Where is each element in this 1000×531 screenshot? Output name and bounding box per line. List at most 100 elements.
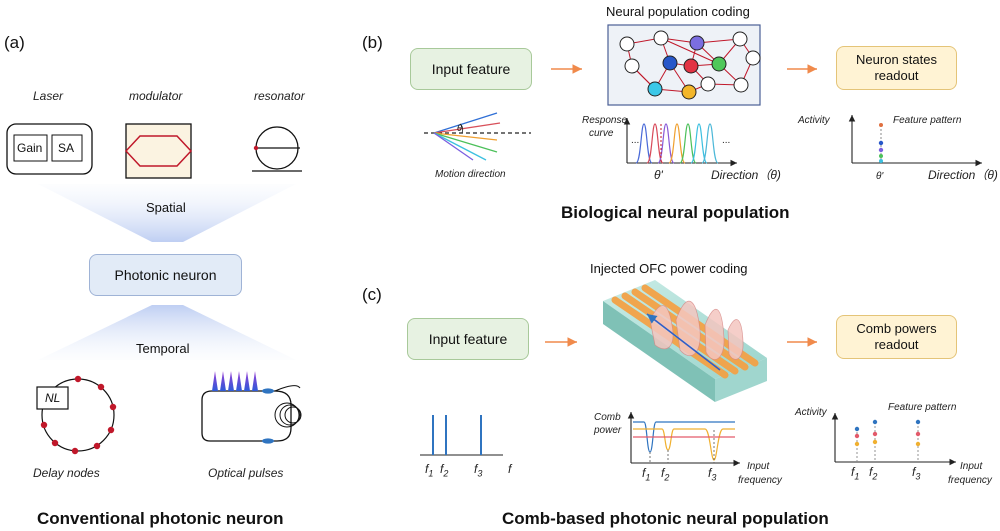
response-theta-prime: θ'	[654, 168, 663, 182]
panel-c-caption: Comb-based photonic neural population	[502, 509, 829, 528]
activity-frequency-label: frequency	[948, 475, 992, 486]
readout-box-b: Neuron states readout	[836, 46, 957, 90]
photonic-neuron-box: Photonic neuron	[89, 254, 242, 296]
comb-frequency-label: frequency	[738, 475, 782, 486]
laser-cavity	[6, 123, 93, 175]
activity-input-label: Input	[960, 461, 983, 472]
modulator-body	[125, 123, 192, 179]
neuron-node	[711, 56, 727, 72]
response-label-1: Response	[582, 115, 628, 126]
fiber-coil	[274, 402, 302, 428]
readout-box-c: Comb powers readout	[836, 315, 957, 359]
activity-dot	[879, 154, 883, 158]
neuron-node	[681, 84, 697, 100]
panel-b-caption: Biological neural population	[561, 203, 790, 222]
activity-dot	[872, 431, 878, 437]
activity-dot	[878, 140, 884, 146]
delay-nodes-label: Delay nodes	[33, 466, 100, 480]
input-feature-box-b: Input feature	[410, 48, 532, 90]
photonic-neuron-label: Photonic neuron	[114, 266, 217, 283]
gain-box	[13, 134, 48, 162]
activity-dot	[879, 159, 883, 163]
activity-dot	[854, 433, 860, 439]
comb-f2-label: f2	[661, 466, 670, 483]
input-feature-label-c: Input feature	[428, 330, 508, 347]
activity-stems-c	[856, 422, 919, 462]
chip-front-face	[603, 301, 715, 402]
motion-direction-label: Motion direction	[435, 169, 506, 180]
feature-pattern-label-b: Feature pattern	[893, 115, 962, 126]
delay-node	[40, 421, 48, 429]
activity-dot	[872, 419, 878, 425]
neuron-node	[653, 30, 669, 46]
activity-dot	[878, 147, 884, 153]
input-feature-box-c: Input feature	[407, 318, 529, 360]
neuron-node	[733, 77, 749, 93]
motion-angle-arc	[459, 123, 464, 134]
delay-node	[107, 426, 115, 434]
input-feature-label-b: Input feature	[431, 60, 511, 77]
response-label-2: curve	[589, 128, 614, 139]
nl-box	[36, 386, 69, 410]
chip-side-face	[715, 358, 767, 402]
response-direction-label: Direction（θ)	[711, 168, 781, 182]
mzi-arms	[124, 135, 193, 167]
optical-pulse-train	[212, 371, 258, 391]
neuron-node	[689, 35, 705, 51]
input-f2-label: f2	[440, 462, 449, 479]
nl-label: NL	[45, 391, 61, 405]
optical-pulses-label: Optical pulses	[208, 466, 284, 480]
fiber-lead	[274, 385, 301, 392]
activity-f3-label: f3	[912, 465, 921, 482]
comb-power-label-1: Comb	[594, 412, 621, 423]
coupler-top	[262, 388, 274, 394]
spatial-beam	[38, 184, 296, 242]
delay-node	[109, 403, 117, 411]
input-f3-label: f3	[474, 462, 483, 479]
activity-label-c: Activity	[795, 407, 827, 418]
coupler-bottom	[262, 438, 274, 444]
panel-b-letter: (b)	[362, 33, 383, 52]
spatial-label: Spatial	[146, 200, 186, 215]
delay-node	[71, 447, 79, 455]
neuron-node	[624, 58, 640, 74]
chip-probe-arrow	[646, 313, 721, 371]
delay-node-dots	[40, 375, 117, 455]
readout-label-c: Comb powers readout	[856, 321, 937, 352]
activity-theta-prime: θ'	[876, 171, 884, 182]
panel-a-caption: Conventional photonic neuron	[37, 509, 284, 528]
modulator-label: modulator	[129, 89, 183, 103]
comb-f3-label: f3	[708, 466, 717, 483]
readout-label-b: Neuron states readout	[856, 52, 937, 83]
delay-node	[74, 375, 82, 383]
input-f1-label: f1	[425, 462, 434, 479]
comb-power-curves	[633, 421, 735, 461]
feature-dots-b	[878, 123, 884, 163]
neuron-node	[700, 76, 716, 92]
activity-direction-label: Direction（θ)	[928, 168, 998, 182]
comb-f1-label: f1	[642, 466, 651, 483]
temporal-beam	[38, 305, 296, 360]
motion-arrows	[433, 112, 501, 161]
activity-dot	[915, 431, 921, 437]
activity-dot	[872, 439, 878, 445]
activity-dot	[854, 441, 860, 447]
neuron-node	[745, 50, 761, 66]
sa-box	[51, 134, 83, 162]
activity-dot	[915, 441, 921, 447]
response-dots-left: ...	[631, 135, 640, 146]
activity-f2-label: f2	[869, 465, 878, 482]
panel-c-letter: (c)	[362, 285, 382, 304]
ofc-coding-title: Injected OFC power coding	[590, 261, 748, 276]
tuning-curves	[635, 123, 719, 164]
delay-node	[97, 383, 105, 391]
activity-dots-c	[854, 419, 921, 447]
temporal-label: Temporal	[136, 341, 190, 356]
comb-input-label: Input	[747, 461, 770, 472]
feature-pattern-label-c: Feature pattern	[888, 402, 957, 413]
response-dots-right: ...	[722, 135, 731, 146]
activity-label-b: Activity	[798, 115, 830, 126]
neuron-node	[683, 58, 699, 74]
population-coding-title: Neural population coding	[606, 4, 750, 19]
